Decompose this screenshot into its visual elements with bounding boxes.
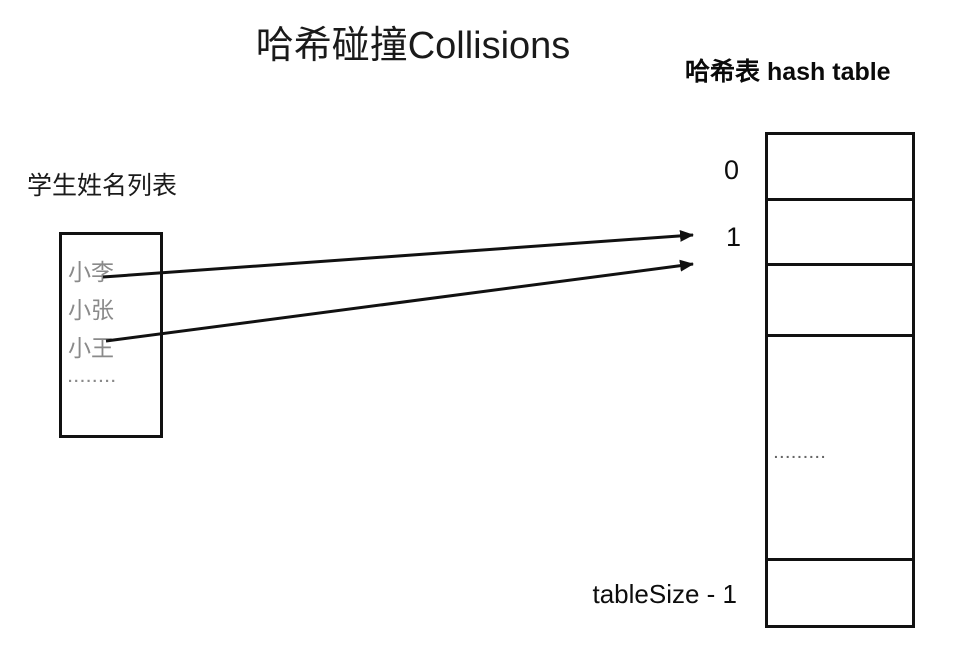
hash-table-cell-middle: .........: [768, 337, 912, 561]
index-label-0: 0: [724, 155, 740, 185]
index-label-tablesize-minus-1: tableSize - 1: [592, 579, 737, 609]
student-name-xiaozhang: 小张: [68, 297, 114, 323]
student-name-xiaoli: 小李: [68, 259, 114, 285]
student-name-xiaowang: 小王: [68, 335, 114, 361]
hash-table-cell-0: [768, 135, 912, 201]
hash-table-title: 哈希表 hash table: [685, 58, 891, 86]
student-list-title: 学生姓名列表: [27, 172, 178, 200]
page-title: 哈希碰撞Collisions: [255, 25, 571, 67]
student-list-box: 小李 小张 小王 ........: [59, 232, 163, 438]
hash-table: .........: [765, 132, 915, 628]
hash-table-ellipsis: .........: [774, 445, 828, 461]
student-name-list: 小李 小张 小王: [68, 253, 160, 367]
hash-table-cell-2: [768, 266, 912, 337]
arrow-xiaowang-to-slot1: [105, 259, 694, 343]
student-list-ellipsis: ........: [68, 369, 118, 386]
arrow-xiaoli-to-slot1: [102, 229, 694, 279]
hash-table-cell-last: [768, 561, 912, 625]
hash-table-cell-1: [768, 201, 912, 266]
index-label-1: 1: [726, 222, 742, 252]
